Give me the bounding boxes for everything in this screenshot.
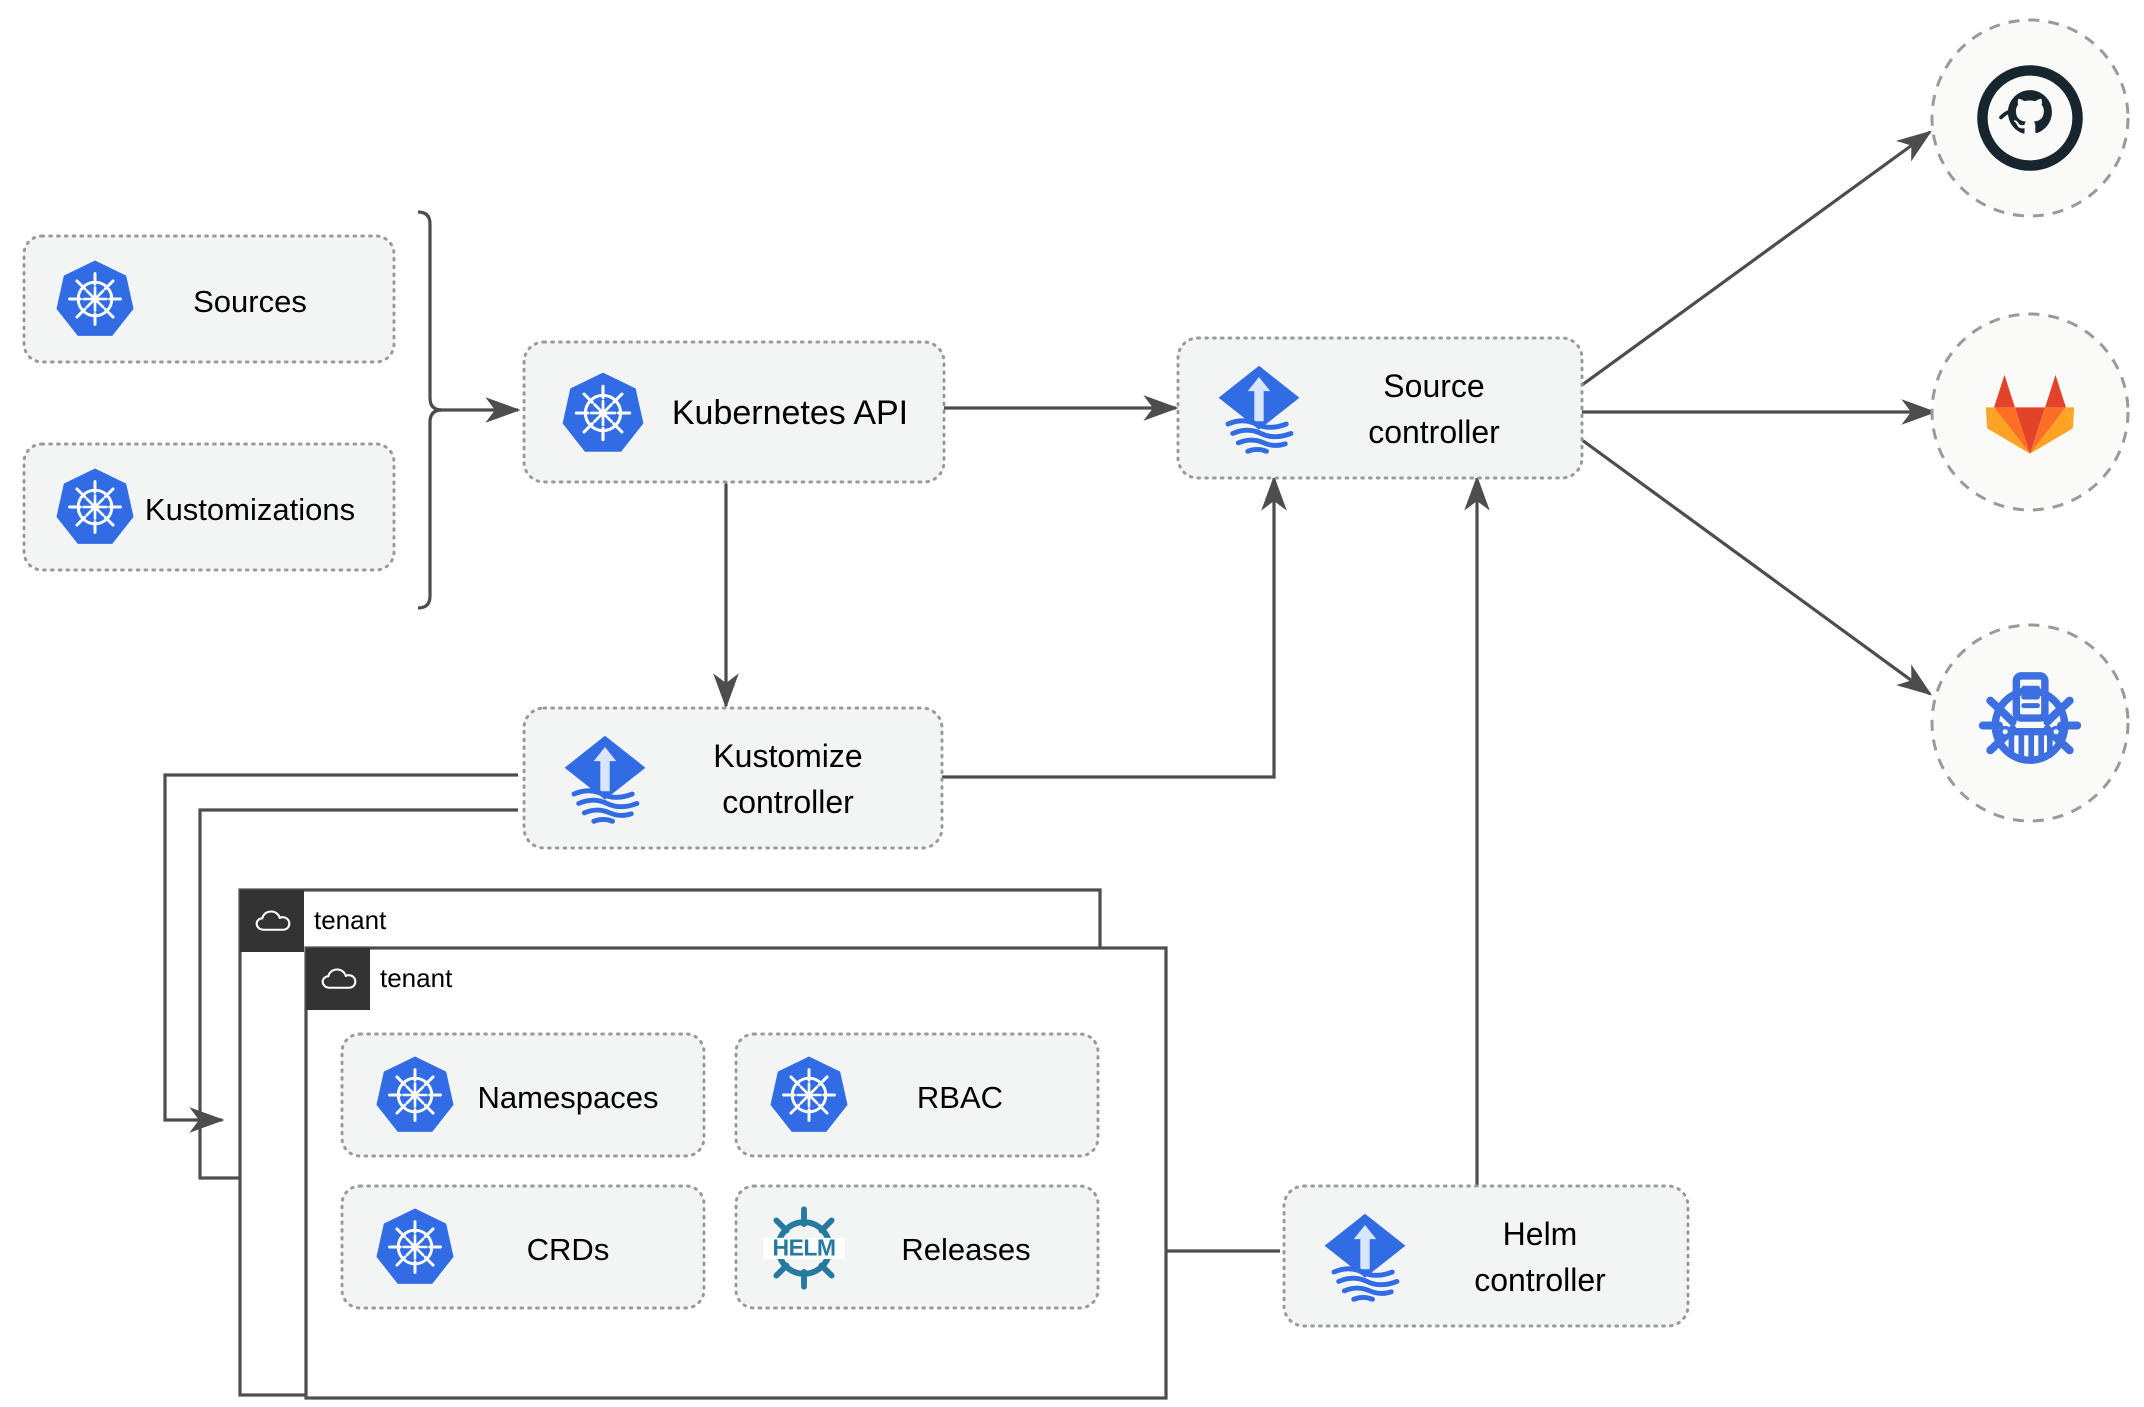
tenant-back-label: tenant bbox=[314, 905, 387, 935]
releases-label: Releases bbox=[901, 1232, 1030, 1267]
tenant-panel-front[interactable]: tenant bbox=[304, 946, 1168, 1400]
provider-github[interactable] bbox=[1930, 18, 2130, 218]
provider-helm-charts[interactable] bbox=[1930, 623, 2130, 823]
node-kubernetes-api[interactable]: Kubernetes API bbox=[522, 340, 946, 484]
edge-kustomize-controller-to-source-controller bbox=[942, 475, 1287, 779]
kubernetes-api-label: Kubernetes API bbox=[672, 394, 908, 432]
resource-box-sources[interactable]: Sources bbox=[22, 234, 396, 364]
node-kustomize-controller[interactable]: Kustomize controller bbox=[522, 706, 944, 850]
kustomize-controller-label-line2: controller bbox=[722, 784, 854, 820]
edge-layer bbox=[163, 130, 1937, 1264]
sources-label: Sources bbox=[193, 284, 307, 319]
tenant-resource-namespaces[interactable]: Namespaces bbox=[340, 1032, 706, 1158]
namespaces-label: Namespaces bbox=[478, 1080, 659, 1115]
tenant-front-body bbox=[304, 946, 1168, 1400]
kustomize-controller-label-line1: Kustomize bbox=[713, 738, 862, 774]
github-circle bbox=[1930, 18, 2130, 218]
tenant-resource-crds[interactable]: CRDs bbox=[340, 1184, 706, 1310]
sources-box bbox=[22, 234, 396, 364]
releases-box bbox=[734, 1184, 1100, 1310]
kubernetes-api-box bbox=[522, 340, 946, 484]
kustomizations-label: Kustomizations bbox=[145, 492, 355, 527]
crds-label: CRDs bbox=[527, 1232, 610, 1267]
helm-controller-label-line1: Helm bbox=[1503, 1216, 1578, 1252]
node-helm-controller[interactable]: Helm controller bbox=[1282, 1184, 1690, 1328]
source-controller-label-line2: controller bbox=[1368, 414, 1500, 450]
helm-chart-repository-circle bbox=[1930, 623, 2130, 823]
resource-box-kustomizations[interactable]: Kustomizations bbox=[22, 442, 396, 572]
kustomizations-box bbox=[22, 442, 396, 572]
node-source-controller[interactable]: Source controller bbox=[1176, 336, 1584, 480]
edge-source-controller-to-github bbox=[1581, 130, 1933, 387]
tenant-front-tab bbox=[306, 948, 370, 1010]
provider-gitlab[interactable] bbox=[1930, 312, 2130, 512]
source-controller-label-line1: Source bbox=[1383, 368, 1484, 404]
tenant-front-label: tenant bbox=[380, 963, 453, 993]
tenant-resource-rbac[interactable]: RBAC bbox=[734, 1032, 1100, 1158]
rbac-label: RBAC bbox=[917, 1080, 1003, 1115]
edge-source-controller-to-helm-charts bbox=[1581, 438, 1933, 696]
helm-controller-label-line2: controller bbox=[1474, 1262, 1606, 1298]
tenant-back-tab bbox=[240, 890, 304, 952]
helm-icon bbox=[764, 1209, 845, 1286]
edge-kustomize-controller-to-tenant-back bbox=[163, 773, 518, 1133]
tenant-resource-releases[interactable]: Releases bbox=[734, 1184, 1100, 1310]
